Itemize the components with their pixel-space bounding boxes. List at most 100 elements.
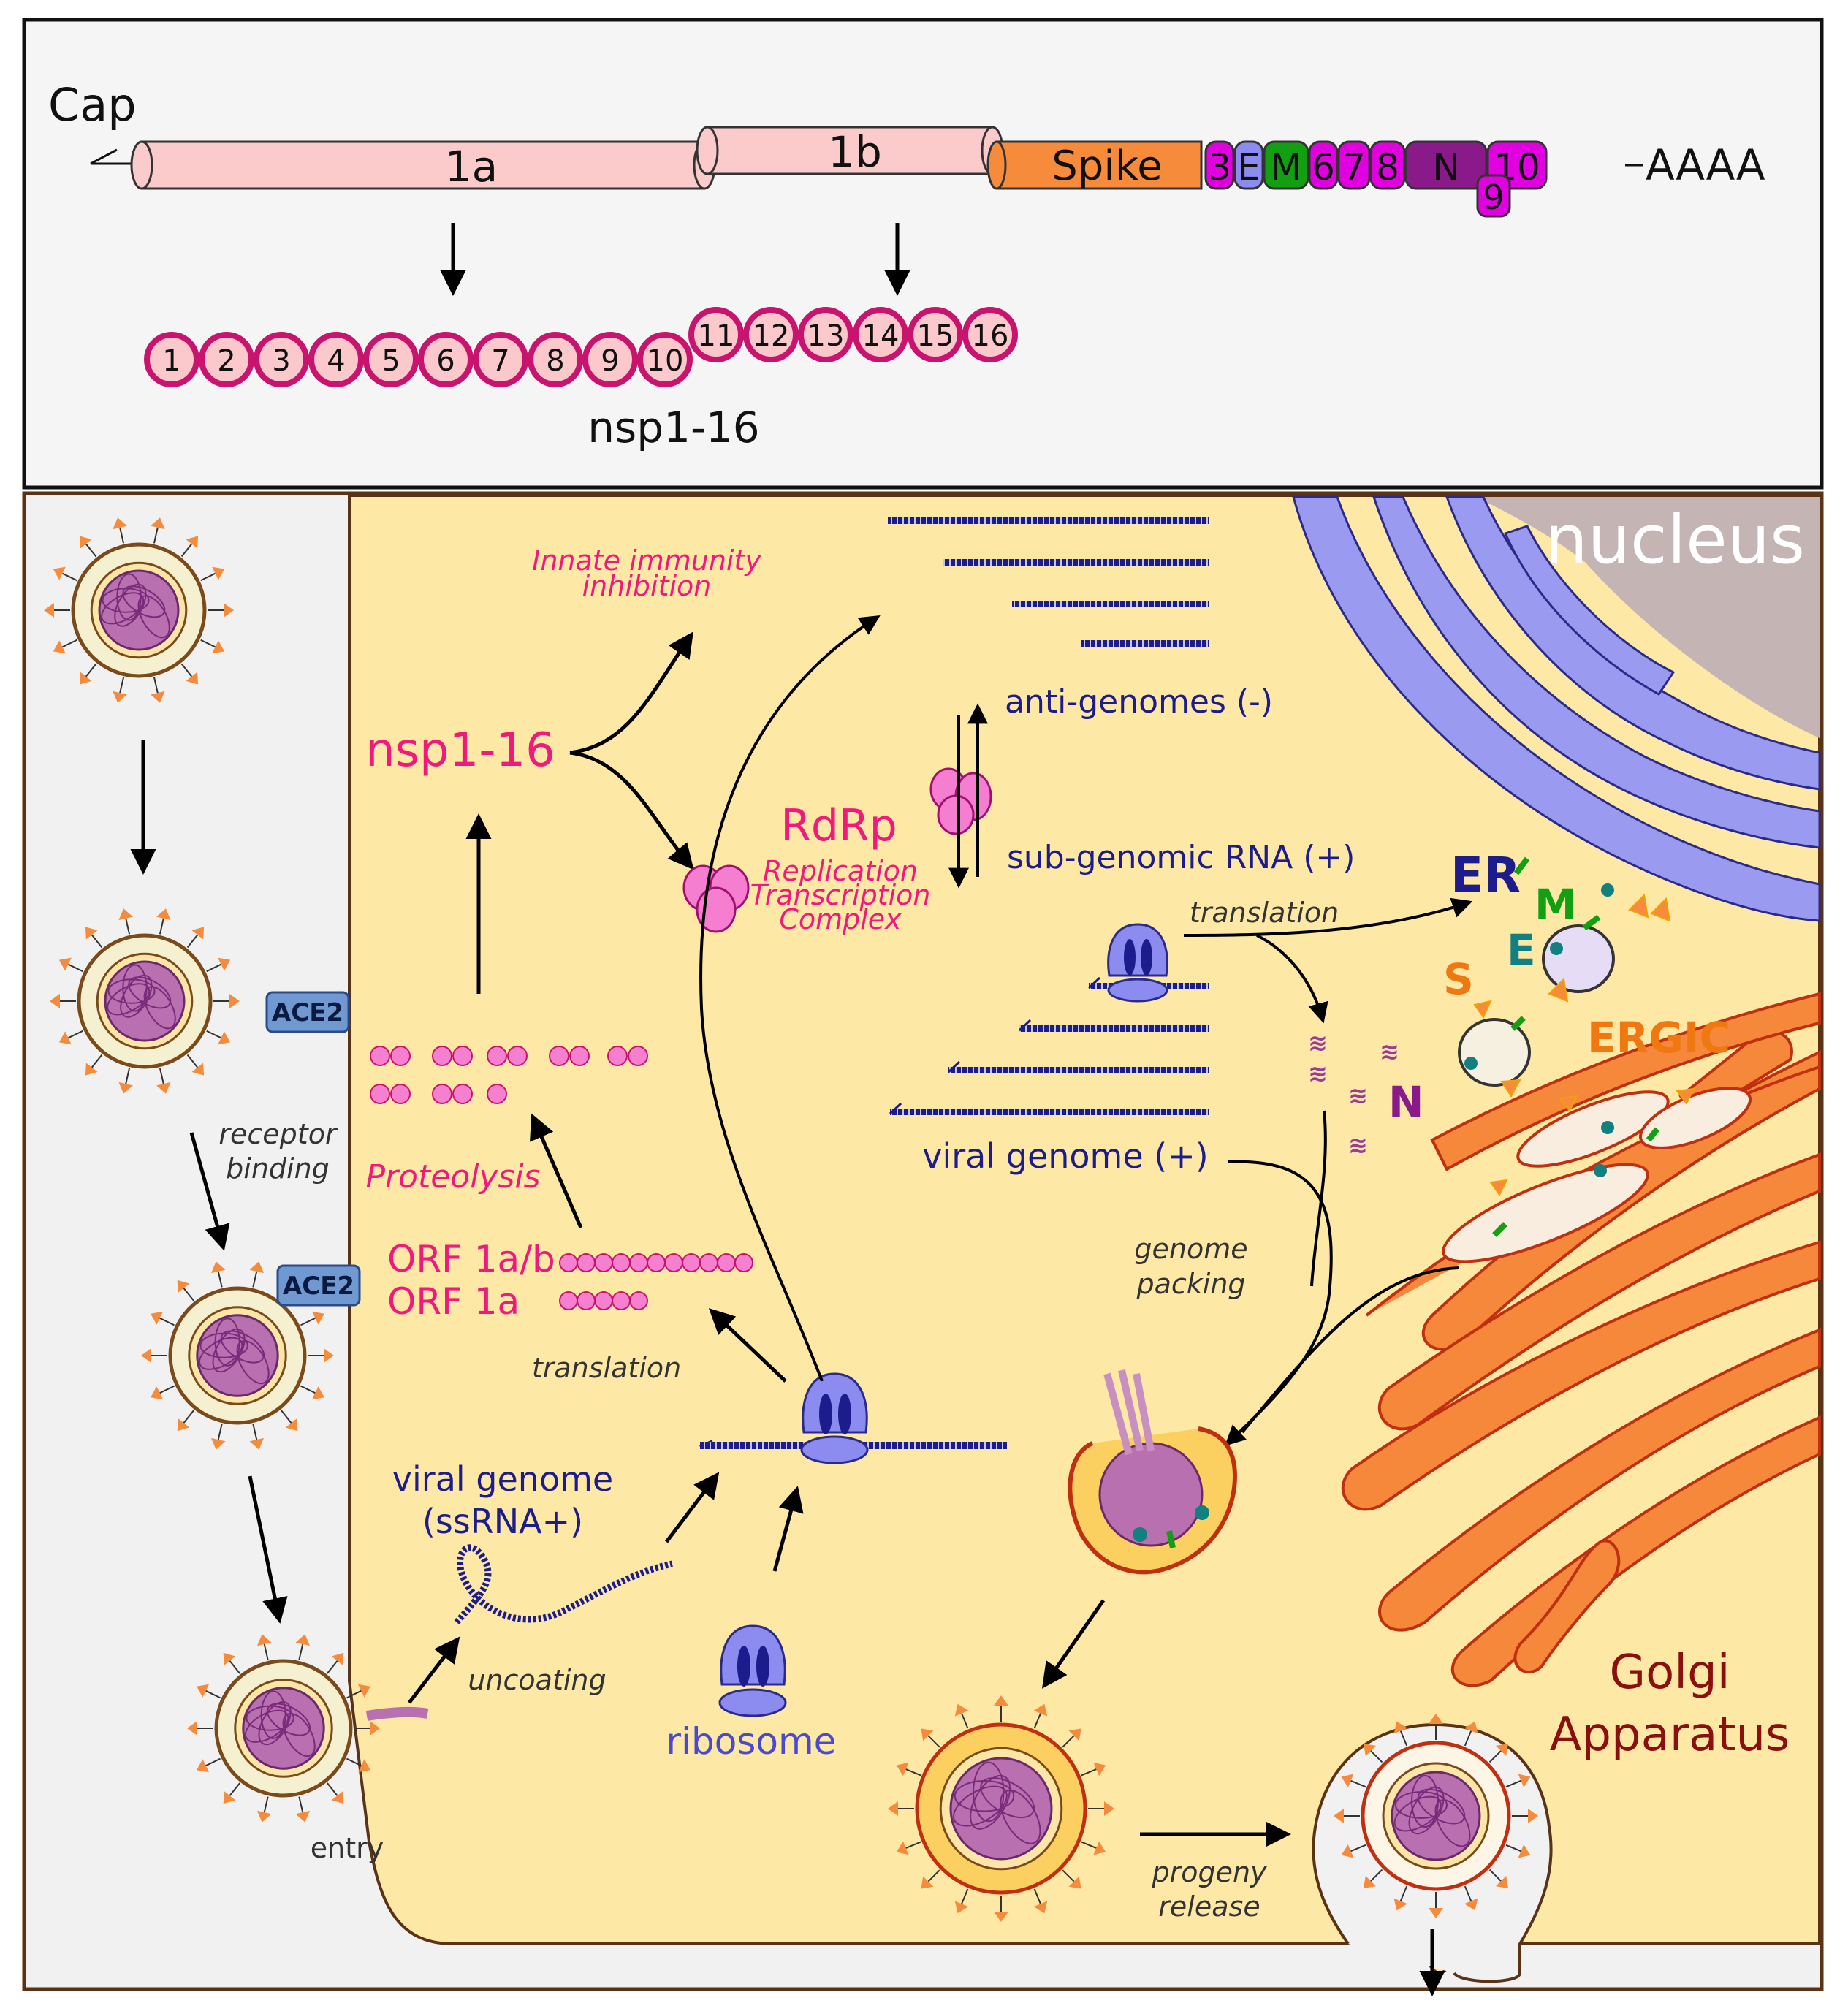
orf1ab-bead (647, 1253, 666, 1272)
rdrp-label: RdRp (780, 800, 897, 851)
svg-text:2: 2 (217, 344, 235, 378)
golgi-label-line2: Apparatus (1550, 1708, 1790, 1762)
nsp-bead (432, 1084, 452, 1104)
virion-particle (141, 1261, 334, 1450)
translation-label-1: translation (532, 1352, 681, 1384)
translation-label-2: translation (1190, 897, 1339, 929)
spike-gene: Spike (986, 140, 1203, 190)
svg-text:10: 10 (647, 344, 684, 378)
nsp-5: 5 (363, 332, 419, 387)
nsp-bead (370, 1046, 390, 1066)
orf-1b-label: 1b (828, 127, 882, 177)
viral-genome-plus-label: viral genome (+) (922, 1136, 1208, 1176)
nsp-bead (452, 1084, 473, 1104)
receptor-binding-label-2: binding (226, 1152, 330, 1185)
svg-text:≋: ≋ (1380, 1038, 1399, 1065)
arrow-translation-orfs (708, 1308, 787, 1383)
endoplasmic-reticulum (1292, 495, 1821, 922)
cell-panel: nucleus Golgi Apparatus (22, 491, 1824, 1996)
orf1ab-bead (717, 1253, 736, 1272)
nsp-13: 13 (798, 307, 853, 362)
arrow-proteolysis (530, 1113, 583, 1228)
svg-text:15: 15 (917, 319, 954, 353)
orf1ab-bead (559, 1253, 578, 1272)
orf1ab-bead (612, 1253, 631, 1272)
orf1ab-bead (682, 1253, 701, 1272)
svg-text:≋: ≋ (1348, 1082, 1368, 1109)
svg-text:≋: ≋ (1348, 1131, 1368, 1159)
nsp-10: 10 (637, 332, 693, 387)
nsp-12: 12 (743, 307, 799, 362)
svg-text:3: 3 (1208, 146, 1231, 189)
m-protein-label: M (1535, 880, 1577, 930)
virion-particle (50, 908, 240, 1094)
orf1ab-bead (664, 1253, 683, 1272)
nsp-2: 2 (199, 332, 254, 387)
gene-3: 3 (1204, 140, 1235, 190)
virion-particle (888, 1695, 1114, 1922)
arrow-genome-to-ribosome (665, 1472, 720, 1543)
svg-text:14: 14 (862, 319, 900, 353)
anti-genomes-label: anti-genomes (-) (1005, 683, 1273, 721)
virion-particle (44, 517, 234, 703)
entering-genome (365, 1706, 429, 1721)
svg-text:9: 9 (1483, 178, 1504, 217)
ribosome-translating-1 (800, 1372, 869, 1464)
cap-label: Cap (48, 78, 137, 132)
genome-packing-label-1: genome (1134, 1233, 1247, 1265)
nsp-14: 14 (853, 307, 908, 362)
ribosome-label: ribosome (666, 1720, 837, 1763)
arrow-translation-to-er (1183, 897, 1473, 937)
svg-text:1: 1 (162, 344, 180, 378)
gene-e: E (1233, 140, 1264, 190)
viral-genome-ssrna-label-1: viral genome (392, 1459, 613, 1499)
virion-particle (187, 1634, 380, 1823)
line-n-to-packing (1310, 1110, 1327, 1287)
orf-1a-label: 1a (445, 142, 498, 191)
svg-text:4: 4 (327, 344, 345, 378)
nsp-label: nsp1-16 (588, 403, 759, 452)
nsp-6: 6 (418, 332, 474, 387)
orf1ab-bead (577, 1253, 596, 1272)
svg-text:7: 7 (491, 344, 509, 378)
nucleus (1476, 497, 1820, 738)
viral-genome-ssrna-label-2: (ssRNA+) (422, 1502, 583, 1541)
nsp-11: 11 (688, 307, 744, 362)
genome-packing-label-2: packing (1136, 1268, 1245, 1300)
nucleus-label: nucleus (1545, 501, 1805, 579)
e-protein-label: E (1507, 925, 1536, 975)
s-protein-label: S (1443, 954, 1474, 1004)
svg-text:16: 16 (972, 319, 1009, 353)
orf1ab-bead (594, 1253, 613, 1272)
svg-text:6: 6 (436, 344, 455, 378)
ace2-receptor-1: ACE2 (265, 991, 350, 1033)
orf1ab-bead (734, 1253, 753, 1272)
innate-label-1: Innate immunity (532, 544, 761, 577)
cap-line (90, 148, 136, 165)
ssrna-genome-strand (454, 1544, 673, 1624)
svg-text:5: 5 (381, 344, 400, 378)
arrow-nsp-to-rdrp (569, 750, 694, 870)
orf1ab-bead (629, 1253, 648, 1272)
nsp-bead (390, 1084, 411, 1104)
entry-label: entry (311, 1832, 384, 1864)
nsp-9: 9 (582, 332, 638, 387)
orf-1b-cylinder: 1b (696, 126, 1004, 177)
svg-text:ACE2: ACE2 (283, 1272, 354, 1301)
virion-particle (1334, 1714, 1538, 1918)
gene-6: 6 (1308, 140, 1339, 190)
virions (44, 517, 1538, 1922)
orf1a-label: ORF 1a (387, 1280, 520, 1323)
svg-text:7: 7 (1342, 146, 1366, 189)
orf1a-bead (577, 1291, 596, 1310)
svg-text:11: 11 (698, 319, 735, 353)
nsp-bead (628, 1046, 648, 1066)
arrow-translation-to-n (1256, 934, 1328, 1024)
svg-text:E: E (1237, 146, 1260, 189)
ace2-receptor-2: ACE2 (276, 1264, 361, 1307)
nsp-bead (390, 1046, 411, 1066)
arrow-genome-packing (1224, 1160, 1333, 1446)
rtc-label-2: Transcription (750, 879, 930, 911)
receptor-binding-label-1: receptor (218, 1118, 338, 1150)
